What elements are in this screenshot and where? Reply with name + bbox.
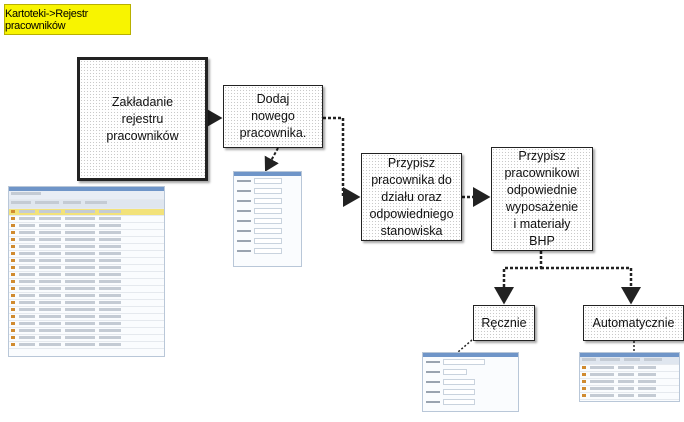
arrow-equipment-to-manual [494,251,543,305]
arrow-add-to-department [323,116,361,207]
node-automatic: Automatycznie [583,305,684,341]
employee-list-thumbnail [8,186,165,357]
automatic-assignment-thumbnail [579,352,680,402]
arrow-add-to-form [264,147,279,172]
node-start: Zakładanie rejestru pracowników [77,57,208,181]
employee-form-thumbnail [233,171,302,267]
node-add-employee: Dodaj nowego pracownika. [223,85,323,148]
node-assign-equipment: Przypisz pracownikowi odpowiednie wyposa… [491,147,593,251]
node-manual: Ręcznie [473,305,535,341]
manual-assignment-thumbnail [422,352,519,412]
arrow-equipment-to-automatic [541,266,641,305]
arrow-manual-to-thumb [457,339,473,353]
breadcrumb: Kartoteki->Rejestr pracowników [4,4,131,35]
node-assign-department: Przypisz pracownika do działu oraz odpow… [361,153,462,241]
